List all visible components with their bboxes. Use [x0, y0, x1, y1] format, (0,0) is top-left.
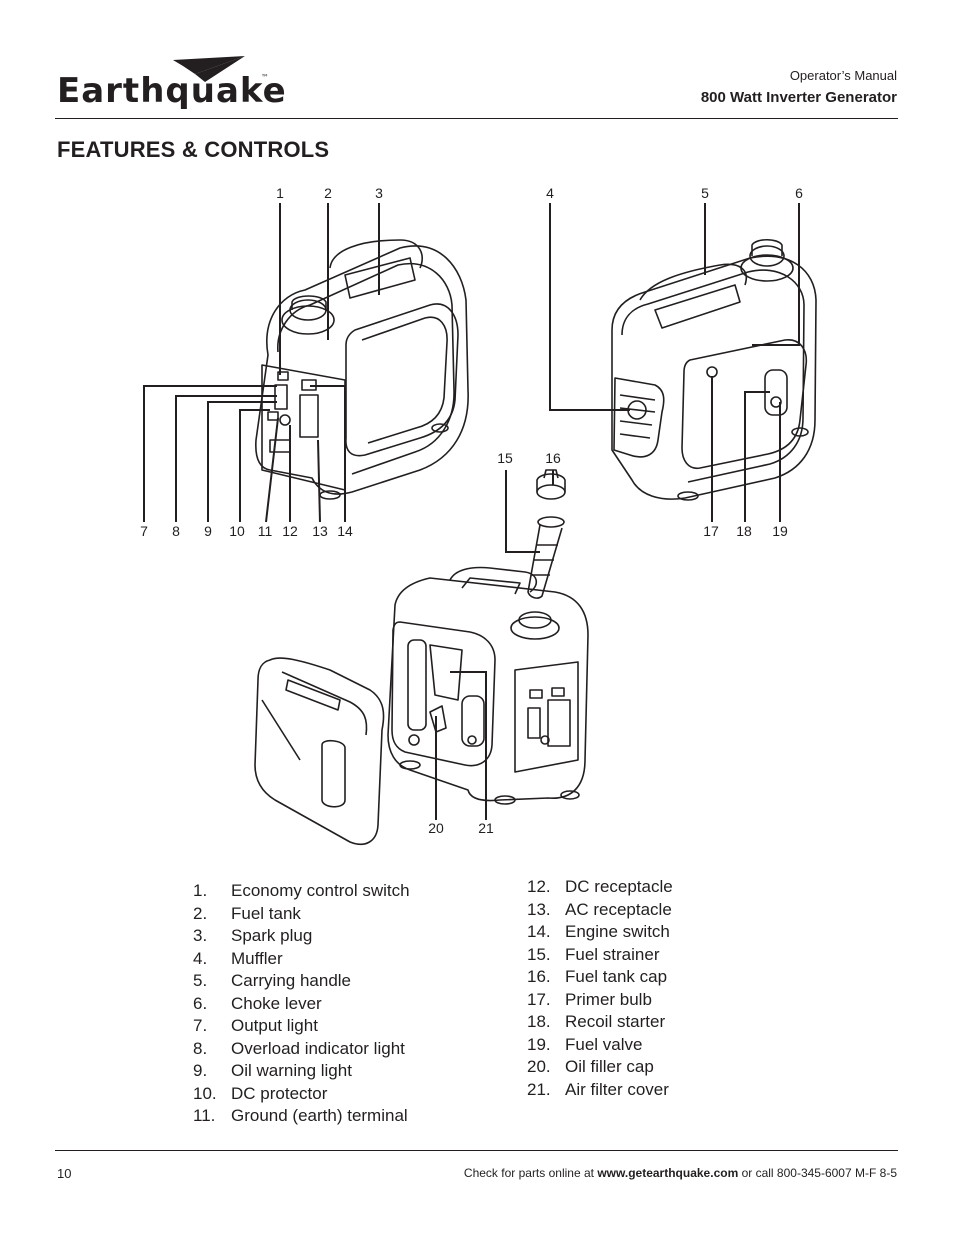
list-item: 7.Output light: [193, 1016, 318, 1035]
parts-list-right: 12.DC receptacle 13.AC receptacle 14.Eng…: [527, 876, 673, 1101]
logo-wordmark: Earthquake: [57, 71, 285, 111]
section-title: FEATURES & CONTROLS: [57, 137, 330, 162]
callout-9: 9: [204, 523, 212, 539]
list-item: 8.Overload indicator light: [193, 1038, 405, 1058]
callout-15: 15: [497, 450, 513, 466]
callout-7: 7: [140, 523, 148, 539]
logo-graphic: Earthquake ™: [57, 56, 286, 111]
generator-bottom-illustration: [387, 566, 589, 805]
callout-17: 17: [703, 523, 719, 539]
earthquake-logo: Earthquake ™: [55, 52, 286, 112]
list-item: 6.Choke lever: [193, 993, 322, 1013]
model-title: 800 Watt Inverter Generator: [700, 89, 897, 106]
generator-left-illustration: [255, 239, 469, 500]
callout-11: 11: [258, 523, 273, 539]
leader-lines: [143, 203, 800, 820]
fuel-cap-strainer-illustration: [527, 469, 566, 599]
footer-check-text: Check for parts online at: [463, 1166, 598, 1180]
callout-4: 4: [546, 185, 554, 201]
callout-12: 12: [282, 523, 298, 539]
list-item: 4.Muffler: [193, 948, 283, 968]
callout-6: 6: [795, 185, 803, 201]
page-number: 10: [57, 1166, 72, 1181]
list-item: 14.Engine switch: [527, 922, 670, 941]
trademark-symbol: ™: [261, 73, 269, 82]
website-link[interactable]: www.getearthquake.com: [597, 1166, 739, 1180]
list-item: 19.Fuel valve: [527, 1034, 643, 1054]
list-item: 9.Oil warning light: [193, 1061, 352, 1080]
manual-label: Operator’s Manual: [789, 68, 897, 83]
callout-10: 10: [229, 523, 245, 539]
parts-list-left: 1.Economy control switch 2.Fuel tank 3.S…: [193, 880, 410, 1128]
list-item: 1.Economy control switch: [193, 881, 410, 900]
list-item: 20.Oil filler cap: [527, 1057, 654, 1076]
callout-16: 16: [545, 450, 561, 466]
callout-21: 21: [478, 820, 494, 836]
footer-divider: [55, 1150, 898, 1151]
side-panel-illustration: [254, 657, 385, 846]
list-item: 2.Fuel tank: [193, 903, 301, 923]
list-item: 17.Primer bulb: [527, 989, 652, 1009]
callout-5: 5: [701, 185, 709, 201]
callout-2: 2: [324, 185, 332, 201]
list-item: 11.Ground (earth) terminal: [193, 1106, 408, 1125]
callout-numbers: 1 2 3 4 5 6 7 8 9 10 11 12 13 14 15 16 1…: [140, 185, 803, 836]
list-item: 18.Recoil starter: [527, 1012, 666, 1031]
footer-note: Check for parts online at www.getearthqu…: [464, 1166, 897, 1180]
list-item: 3.Spark plug: [193, 926, 313, 945]
callout-19: 19: [772, 523, 788, 539]
generator-diagram: 1 2 3 4 5 6 7 8 9 10 11 12 13 14 15 16 1…: [140, 185, 817, 846]
list-item: 16.Fuel tank cap: [527, 967, 668, 986]
callout-1: 1: [276, 185, 284, 201]
callout-18: 18: [736, 523, 752, 539]
callout-20: 20: [428, 820, 444, 836]
list-item: 13.AC receptacle: [527, 899, 672, 919]
callout-14: 14: [337, 523, 353, 539]
list-item: 21.Air filter cover: [527, 1079, 669, 1099]
footer-call-text: or call 800-345-6007 M-F 8-5: [738, 1166, 897, 1180]
list-item: 15.Fuel strainer: [527, 944, 660, 964]
header-divider: [55, 118, 898, 119]
callout-8: 8: [172, 523, 180, 539]
callout-3: 3: [375, 185, 383, 201]
generator-right-illustration: [611, 238, 817, 501]
list-item: 5.Carrying handle: [193, 971, 352, 990]
list-item: 10.DC protector: [193, 1083, 328, 1103]
callout-13: 13: [312, 523, 328, 539]
list-item: 12.DC receptacle: [527, 877, 673, 896]
